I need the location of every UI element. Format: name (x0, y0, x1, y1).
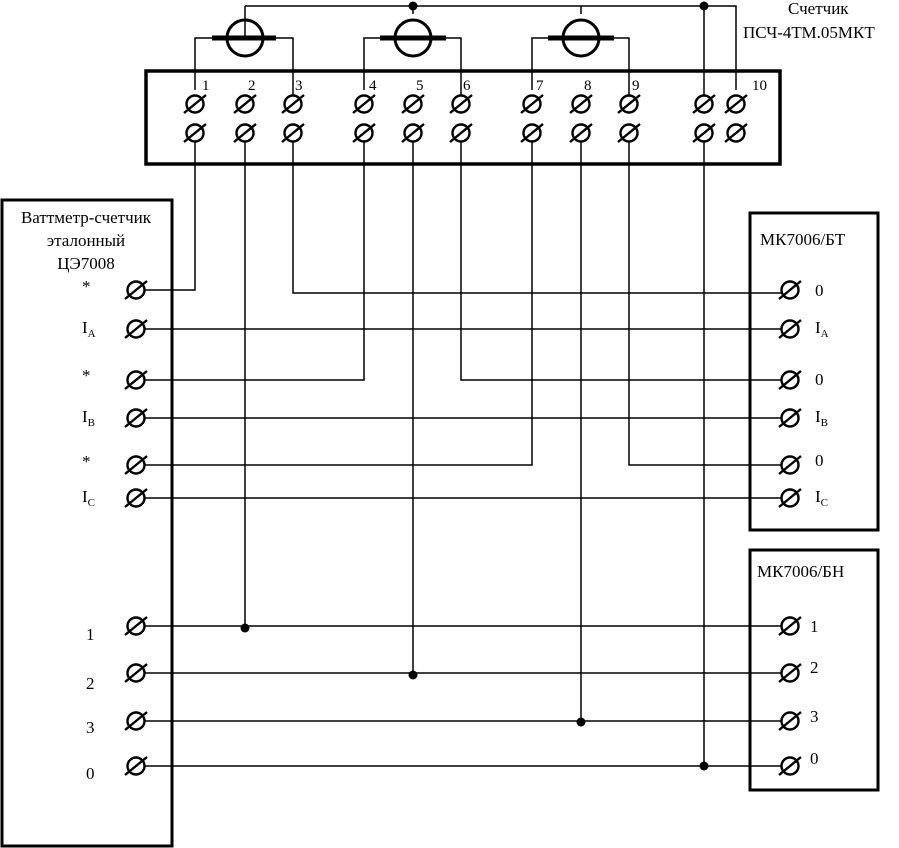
wattmeter-voltage-terminal (123, 662, 149, 684)
side-terminals (123, 279, 803, 777)
current-block-label: 0 (815, 281, 824, 300)
meter-terminal-number: 9 (632, 78, 640, 94)
current-block-terminal (777, 407, 803, 429)
voltage-block-label: 2 (810, 658, 819, 677)
voltage-block-labels: 1 2 3 0 (810, 617, 819, 768)
meter-title-line1: Счетчик (788, 0, 849, 18)
meter-terminal-screw-bottom (351, 122, 377, 144)
wattmeter-title-line2: эталонный (47, 231, 125, 250)
wattmeter-current-label: * (82, 366, 91, 385)
meter-terminal-screw-bottom (448, 122, 474, 144)
wattmeter-current-label: IC (82, 487, 95, 509)
current-block-label: 0 (815, 451, 824, 470)
meter-terminal-screw-bottom (519, 122, 545, 144)
meter-terminal-numbers: 1 2 3 4 5 6 7 8 9 10 (202, 78, 767, 94)
current-block-label: IB (815, 407, 828, 429)
wattmeter-current-label: * (82, 277, 91, 296)
voltage-block-label: 0 (810, 749, 819, 768)
meter-title-line2: ПСЧ-4ТМ.05МКТ (743, 23, 875, 42)
wattmeter-current-terminal (123, 279, 149, 301)
current-block-label: IC (815, 487, 828, 509)
current-block-terminal (777, 487, 803, 509)
meter-terminal-number: 4 (369, 78, 377, 94)
voltage-block-terminal (777, 662, 803, 684)
meter-terminal-screw-bottom (400, 122, 426, 144)
meter-terminal-number: 7 (536, 78, 544, 94)
meter-terminal-screw-top (351, 93, 377, 115)
voltage-block-terminal (777, 755, 803, 777)
voltage-block-terminal (777, 710, 803, 732)
wattmeter-current-terminal (123, 407, 149, 429)
current-block-terminal (777, 369, 803, 391)
meter-terminal-number: 2 (248, 78, 256, 94)
current-block-box (748, 211, 880, 532)
meter-terminal-number: 3 (295, 78, 303, 94)
wattmeter-voltage-terminal (123, 615, 149, 637)
meter-terminal-screw-bottom (280, 122, 306, 144)
current-block-title: МК7006/БТ (760, 230, 846, 249)
meter-terminal-number: 10 (752, 78, 767, 94)
wattmeter-current-terminal (123, 369, 149, 391)
wattmeter-current-terminal (123, 487, 149, 509)
meter-terminal-screw-top (448, 93, 474, 115)
wattmeter-voltage-label: 3 (86, 718, 95, 737)
coil-b (380, 18, 446, 58)
wattmeter-title-line1: Ваттметр-счетчик (21, 208, 152, 227)
meter-terminal-screw-top (400, 93, 426, 115)
junction-dots (240, 1, 709, 771)
meter-terminal-screw-bottom (616, 122, 642, 144)
current-block-terminal (777, 279, 803, 301)
voltage-block-label: 3 (810, 707, 819, 726)
current-coils (212, 18, 614, 58)
wattmeter-box (0, 198, 174, 848)
meter-terminal-screw-bottom (691, 122, 717, 144)
meter-terminal-screw-top (723, 93, 749, 115)
coil-a (212, 18, 276, 58)
meter-terminal-screw-top (616, 93, 642, 115)
meter-terminal-number: 8 (584, 78, 592, 94)
coil-c (548, 18, 614, 58)
wattmeter-voltage-terminal (123, 755, 149, 777)
current-block-label: IA (815, 318, 829, 340)
meter-terminal-screw-top (568, 93, 594, 115)
wattmeter-title-line3: ЦЭ7008 (57, 254, 115, 273)
wires (138, 5, 790, 767)
wattmeter-voltage-label: 1 (86, 625, 95, 644)
voltage-block-label: 1 (810, 617, 819, 636)
voltage-block-title: МК7006/БН (757, 562, 844, 581)
wattmeter-voltage-label: 2 (86, 674, 95, 693)
meter-terminals (182, 93, 749, 144)
meter-terminal-number: 1 (202, 78, 210, 94)
wattmeter-current-label: IA (82, 318, 96, 340)
meter-terminal-block (144, 69, 782, 166)
voltage-block-terminal (777, 615, 803, 637)
meter-terminal-number: 5 (416, 78, 424, 94)
meter-terminal-screw-top (519, 93, 545, 115)
meter-terminal-screw-top (232, 93, 258, 115)
meter-terminal-screw-bottom (723, 122, 749, 144)
meter-terminal-screw-bottom (182, 122, 208, 144)
wattmeter-current-labels: * IA * IB * IC (82, 277, 96, 509)
voltage-block-box (748, 548, 880, 792)
current-block-label: 0 (815, 370, 824, 389)
wattmeter-current-terminal (123, 454, 149, 476)
wattmeter-voltage-terminal (123, 710, 149, 732)
frames (0, 69, 880, 848)
labels: Счетчик ПСЧ-4ТМ.05МКТ Ваттметр-счетчик э… (21, 0, 875, 783)
current-block-terminal (777, 454, 803, 476)
wattmeter-voltage-labels: 1 2 3 0 (86, 625, 95, 783)
wattmeter-voltage-label: 0 (86, 764, 95, 783)
meter-terminal-screw-bottom (568, 122, 594, 144)
meter-terminal-screw-bottom (232, 122, 258, 144)
wattmeter-current-label: IB (82, 407, 95, 429)
wattmeter-current-terminal (123, 318, 149, 340)
wattmeter-current-label: * (82, 452, 91, 471)
meter-terminal-screw-top (691, 93, 717, 115)
current-block-terminal (777, 318, 803, 340)
meter-terminal-number: 6 (463, 78, 471, 94)
meter-terminal-screw-top (182, 93, 208, 115)
meter-terminal-screw-top (280, 93, 306, 115)
